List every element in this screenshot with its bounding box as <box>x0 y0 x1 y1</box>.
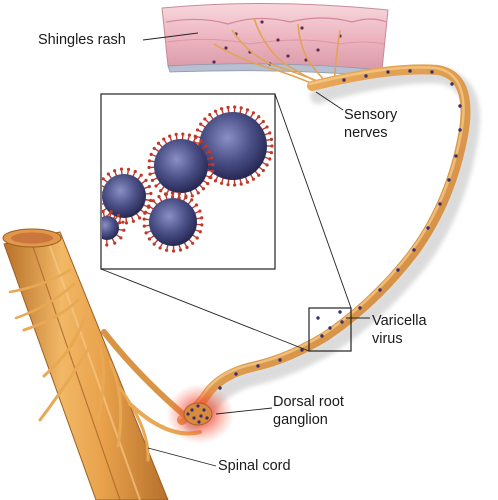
spinal-cord <box>2 228 169 500</box>
virus-particles-on-nerve <box>218 69 462 390</box>
label-sensory-nerves: Sensory nerves <box>344 106 397 142</box>
magnified-area-marker <box>308 307 352 352</box>
label-shingles-rash: Shingles rash <box>38 31 126 49</box>
label-sensory-line-2: nerves <box>344 125 388 141</box>
label-sensory-line-1: Sensory <box>344 107 398 123</box>
virus-particle <box>102 209 126 247</box>
dorsal-root-ganglion <box>166 384 234 444</box>
label-shingles-rash-text: Shingles rash <box>38 32 126 48</box>
skin-section <box>161 2 389 77</box>
label-dorsal-line-2: ganglion <box>273 412 328 428</box>
label-dorsal-root-ganglion: Dorsal root ganglion <box>273 393 344 429</box>
label-varicella-line-2: virus <box>372 331 403 347</box>
magnification-lines <box>100 93 352 352</box>
label-spinal-cord: Spinal cord <box>218 457 291 475</box>
leader-lines <box>142 32 370 467</box>
label-spinal-cord-text: Spinal cord <box>218 458 291 474</box>
sensory-nerve-trunk <box>177 64 471 425</box>
virus-particle <box>142 191 204 253</box>
label-varicella-line-1: Varicella <box>372 313 427 329</box>
virus-inset-panel <box>100 93 276 270</box>
label-dorsal-line-1: Dorsal root <box>273 394 344 410</box>
label-varicella-virus: Varicella virus <box>372 312 427 348</box>
virus-particle <box>147 132 215 200</box>
